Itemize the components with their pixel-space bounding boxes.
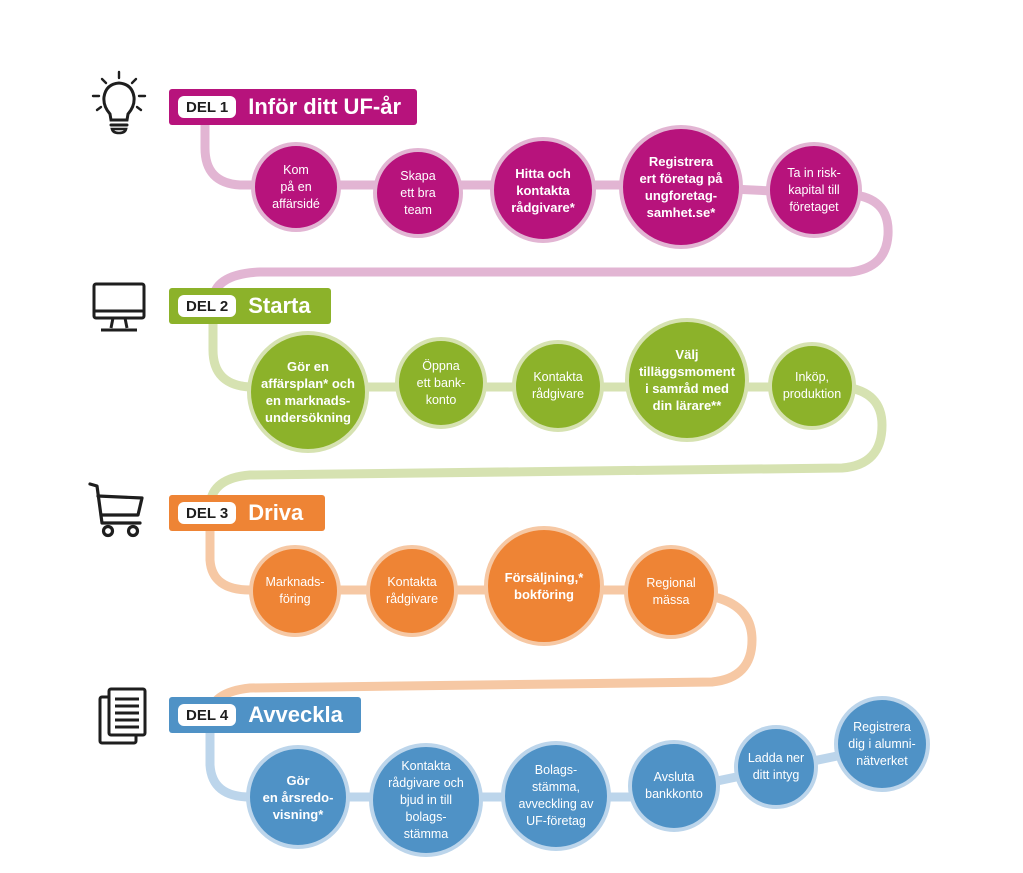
section-2-path (205, 315, 887, 510)
step-inkop-produktion: Inköp, produktion (768, 342, 856, 430)
step-label: Öppna ett bank- konto (416, 358, 466, 407)
step-label: Inköp, produktion (782, 370, 842, 401)
step-gor-en-arsredovisning: Gör en årsredo- visning* (246, 745, 350, 849)
step-skapa-ett-bra-team: Skapa ett bra team (373, 148, 463, 238)
step-kontakta-radgivare-bjud-in: Kontakta rådgivare och bjud in till bola… (369, 743, 483, 857)
section-banner-del-4: DEL 4 Avveckla (169, 697, 361, 733)
step-registrera-alumninatverket: Registrera dig i alumni- nätverket (834, 696, 930, 792)
section-title: Starta (248, 293, 311, 318)
step-label: Ladda ner ditt intyg (747, 751, 805, 782)
step-label: Skapa ett bra team (400, 168, 436, 217)
step-marknadsforing: Marknads- föring (249, 545, 341, 637)
step-regional-massa: Regional mässa (624, 545, 718, 639)
step-ladda-ner-ditt-intyg: Ladda ner ditt intyg (734, 725, 818, 809)
step-label: Kontakta rådgivare (385, 575, 439, 606)
section-3-path (205, 523, 757, 720)
step-kontakta-radgivare: Kontakta rådgivare (366, 545, 458, 637)
lightbulb-icon (88, 70, 150, 141)
step-label: Registrera ert företag på ungforetag- sa… (639, 154, 723, 220)
section-title: Driva (248, 500, 304, 525)
step-kontakta-radgivare: Kontakta rådgivare (512, 340, 604, 432)
section-title: Inför ditt UF-år (248, 94, 402, 119)
step-label: Gör en affärsplan* och en marknads- unde… (261, 359, 355, 425)
section-banner-del-1: DEL 1 Inför ditt UF-år (169, 89, 417, 125)
step-label: Kontakta rådgivare (531, 370, 585, 401)
step-label: Marknads- föring (265, 575, 325, 606)
step-ta-in-riskkapital: Ta in risk- kapital till företaget (766, 142, 862, 238)
section-banner-del-3: DEL 3 Driva (169, 495, 325, 531)
step-label: Försäljning,* bokföring (504, 570, 584, 602)
shopping-cart-icon (88, 480, 146, 545)
section-banner-del-2: DEL 2 Starta (169, 288, 331, 324)
section-1-path (200, 117, 893, 305)
step-gor-en-affarsplan: Gör en affärsplan* och en marknads- unde… (247, 331, 369, 453)
step-label: Välj tilläggsmoment i samråd med din lär… (638, 347, 736, 413)
step-label: Ta in risk- kapital till företaget (787, 165, 841, 214)
step-forsaljning-bokforing: Försäljning,* bokföring (484, 526, 604, 646)
section-title: Avveckla (248, 702, 343, 727)
step-hitta-och-kontakta-radgivare: Hitta och kontakta rådgivare* (490, 137, 596, 243)
section-tag: DEL 4 (178, 704, 237, 726)
section-tag: DEL 1 (178, 96, 237, 118)
section-tag: DEL 2 (178, 295, 237, 317)
step-label: Kontakta rådgivare och bjud in till bola… (388, 758, 464, 841)
computer-monitor-icon (91, 281, 147, 340)
section-tag: DEL 3 (178, 502, 237, 524)
step-label: Avsluta bankkonto (645, 770, 703, 801)
step-registrera-ert-foretag: Registrera ert företag på ungforetag- sa… (619, 125, 743, 249)
step-label: Kom på en affärsidé (272, 162, 320, 211)
step-label: Hitta och kontakta rådgivare* (511, 165, 575, 215)
step-label: Gör en årsredo- visning* (262, 772, 334, 822)
step-avsluta-bankkonto: Avsluta bankkonto (628, 740, 720, 832)
step-label: Registrera dig i alumni- nätverket (848, 719, 916, 768)
step-label: Regional mässa (646, 576, 696, 607)
step-kom-pa-en-affarside: Kom på en affärsidé (251, 142, 341, 232)
step-oppna-ett-bankkonto: Öppna ett bank- konto (395, 337, 487, 429)
step-valj-tillaggsmoment: Välj tilläggsmoment i samråd med din lär… (625, 318, 749, 442)
step-bolagsstamma-avveckling: Bolags- stämma, avveckling av UF-företag (501, 741, 611, 851)
documents-icon (96, 685, 150, 752)
step-label: Bolags- stämma, avveckling av UF-företag (518, 763, 594, 828)
